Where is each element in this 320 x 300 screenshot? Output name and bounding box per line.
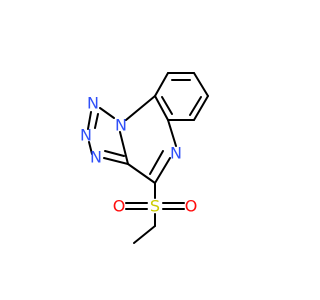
atom-label-n-tetrazole-2: N	[80, 126, 92, 145]
bond	[193, 95, 209, 121]
bond	[127, 163, 156, 184]
bond	[104, 150, 125, 157]
atom-label-oxygen-right: O	[185, 197, 198, 216]
bond	[133, 225, 156, 244]
molecule-diagram: N N N N N S O O	[80, 72, 209, 244]
atom-label-sulfur: S	[150, 197, 160, 216]
bond	[125, 95, 156, 121]
atom-label-n-tetrazole-1: N	[87, 94, 99, 113]
bond	[154, 157, 171, 184]
bond	[161, 96, 173, 115]
atom-labels: N N N N N S O O	[80, 94, 197, 216]
bond	[189, 96, 202, 116]
atom-label-n-tetrazole-3: N	[90, 148, 102, 167]
pyrazine-ring	[119, 95, 177, 184]
ethylsulfonyl-group	[125, 182, 185, 244]
atom-label-oxygen-left: O	[113, 197, 126, 216]
benzene-ring	[154, 72, 209, 121]
bond	[167, 119, 177, 147]
tetrazole-ring	[87, 107, 129, 165]
bond	[94, 113, 99, 129]
bond	[99, 107, 115, 119]
bond	[154, 95, 169, 121]
bond	[119, 131, 129, 165]
bond	[149, 150, 164, 175]
bond	[88, 141, 93, 155]
atom-label-n-fusion: N	[115, 116, 127, 135]
bond	[87, 111, 92, 130]
bond	[103, 157, 129, 165]
bond	[193, 72, 209, 97]
bond	[154, 72, 169, 97]
atom-label-n-quinoxaline: N	[170, 144, 182, 163]
